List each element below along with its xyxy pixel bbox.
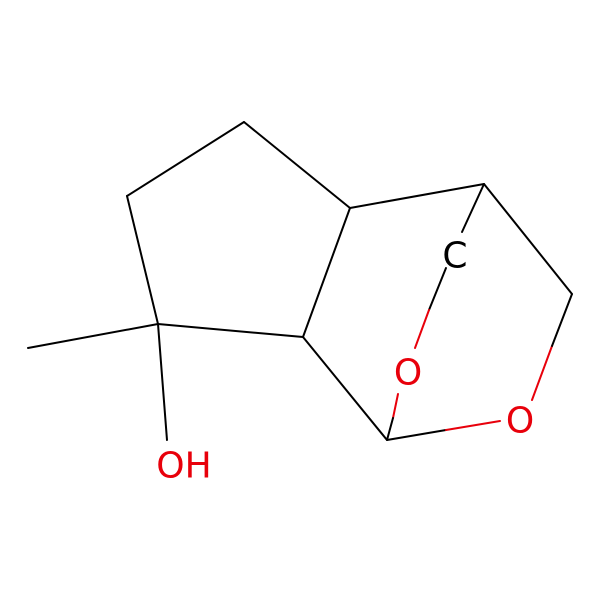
- bond-o-upper-acetal-black: [386, 417, 394, 441]
- bond-ring-upper-left: [126, 121, 245, 197]
- bond-o-lower-ch2-red: [531, 345, 553, 401]
- bond-ring-acetal: [302, 336, 388, 441]
- bond-acetal-o-lower-black: [386, 429, 447, 441]
- atom-label-hydroxyl: OH: [156, 446, 211, 487]
- bond-c-o-upper-red: [414, 309, 430, 349]
- bond-methyl: [27, 323, 159, 349]
- bond-bridgehead-ch2: [483, 183, 573, 295]
- atom-label-carbon: C: [442, 236, 467, 277]
- bond-o-upper-acetal-red: [392, 393, 399, 419]
- bond-ring-left: [126, 195, 159, 325]
- bond-ring-fusion: [302, 207, 351, 338]
- atom-label-oxygen-lower: O: [506, 401, 534, 442]
- bond-c-o-upper-black: [428, 267, 447, 311]
- bond-ring-lower: [157, 323, 304, 338]
- bond-bridgehead-c: [461, 183, 485, 233]
- bond-ring-top: [243, 121, 351, 209]
- atom-label-oxygen-upper: O: [394, 353, 422, 394]
- bond-fusion-bridgehead: [349, 183, 485, 209]
- bond-hydroxyl: [157, 323, 168, 441]
- bond-acetal-o-lower-red: [445, 420, 501, 431]
- bond-o-lower-ch2-black: [551, 293, 573, 347]
